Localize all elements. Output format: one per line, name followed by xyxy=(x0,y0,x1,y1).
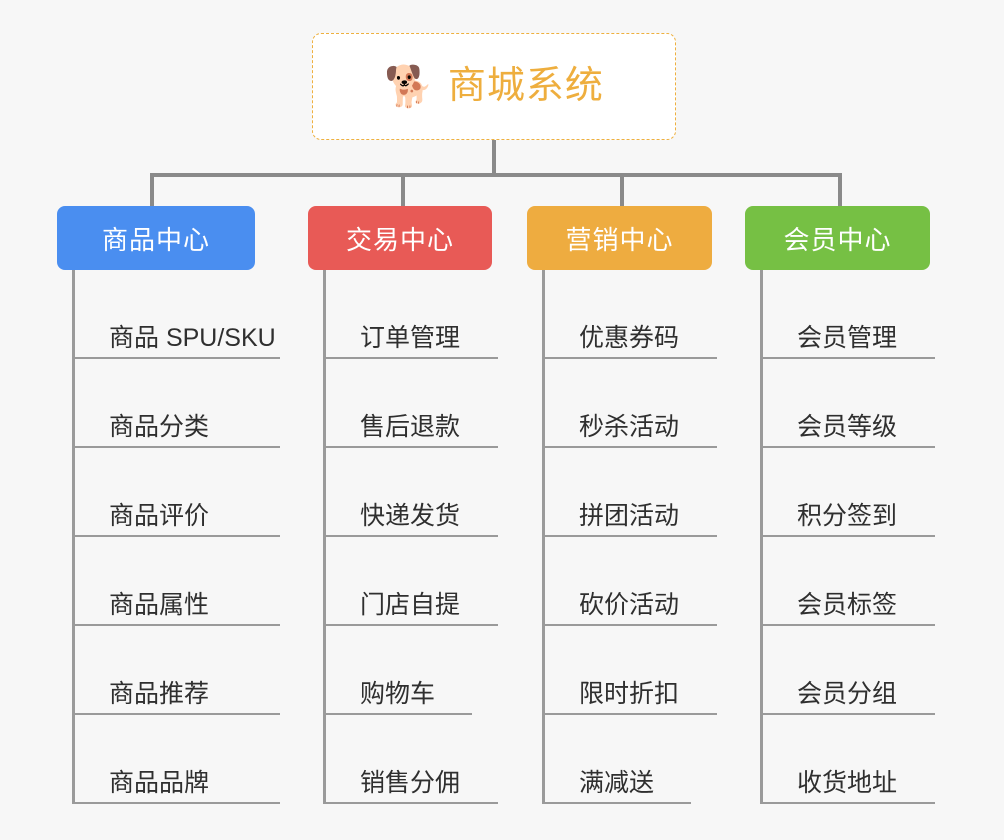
leaf-item-label: 售后退款 xyxy=(360,413,461,441)
leaf-list-member-center: 会员管理会员等级积分签到会员标签会员分组收货地址 xyxy=(760,270,935,804)
leaf-item-label: 购物车 xyxy=(360,680,436,708)
leaf-item[interactable]: 购物车 xyxy=(326,626,472,715)
leaf-item-label: 秒杀活动 xyxy=(579,413,680,441)
leaf-item[interactable]: 砍价活动 xyxy=(545,537,717,626)
leaf-item-label: 门店自提 xyxy=(360,591,461,619)
leaf-item-label: 销售分佣 xyxy=(360,769,461,797)
leaf-item[interactable]: 限时折扣 xyxy=(545,626,717,715)
connector-drop-product-center xyxy=(150,173,154,206)
leaf-item[interactable]: 商品 SPU/SKU xyxy=(75,270,280,359)
leaf-item-label: 收货地址 xyxy=(797,769,898,797)
leaf-item[interactable]: 积分签到 xyxy=(763,448,935,537)
leaf-item[interactable]: 销售分佣 xyxy=(326,715,498,804)
leaf-item-label: 商品 SPU/SKU xyxy=(109,324,276,352)
branch-header-marketing-center[interactable]: 营销中心 xyxy=(527,206,712,270)
leaf-item-label: 商品评价 xyxy=(109,502,210,530)
leaf-item[interactable]: 会员分组 xyxy=(763,626,935,715)
leaf-item[interactable]: 收货地址 xyxy=(763,715,935,804)
leaf-item[interactable]: 商品分类 xyxy=(75,359,280,448)
branch-column-member-center: 会员中心会员管理会员等级积分签到会员标签会员分组收货地址 xyxy=(745,206,935,804)
branch-column-trade-center: 交易中心订单管理售后退款快递发货门店自提购物车销售分佣 xyxy=(308,206,498,804)
leaf-list-trade-center: 订单管理售后退款快递发货门店自提购物车销售分佣 xyxy=(323,270,498,804)
leaf-item[interactable]: 门店自提 xyxy=(326,537,498,626)
leaf-item[interactable]: 会员管理 xyxy=(763,270,935,359)
leaf-item[interactable]: 商品推荐 xyxy=(75,626,280,715)
branch-header-product-center[interactable]: 商品中心 xyxy=(57,206,255,270)
leaf-item[interactable]: 商品属性 xyxy=(75,537,280,626)
root-node-mall-system[interactable]: 🐕 商城系统 xyxy=(312,33,676,140)
leaf-item[interactable]: 优惠券码 xyxy=(545,270,717,359)
leaf-item-label: 优惠券码 xyxy=(579,324,680,352)
leaf-item[interactable]: 商品品牌 xyxy=(75,715,280,804)
branch-column-marketing-center: 营销中心优惠券码秒杀活动拼团活动砍价活动限时折扣满减送 xyxy=(527,206,717,804)
leaf-item[interactable]: 会员等级 xyxy=(763,359,935,448)
branch-header-member-center[interactable]: 会员中心 xyxy=(745,206,930,270)
leaf-item-label: 砍价活动 xyxy=(579,591,680,619)
leaf-item-label: 会员分组 xyxy=(797,680,898,708)
leaf-item-label: 商品属性 xyxy=(109,591,210,619)
leaf-item-label: 商品品牌 xyxy=(109,769,210,797)
leaf-item[interactable]: 会员标签 xyxy=(763,537,935,626)
branch-column-product-center: 商品中心商品 SPU/SKU 商品分类商品评价商品属性商品推荐商品品牌 xyxy=(57,206,280,804)
connector-drop-marketing-center xyxy=(620,173,624,206)
leaf-item-label: 拼团活动 xyxy=(579,502,680,530)
leaf-item-label: 订单管理 xyxy=(360,324,461,352)
shiba-dog-face-icon: 🐕 xyxy=(384,64,434,109)
leaf-list-marketing-center: 优惠券码秒杀活动拼团活动砍价活动限时折扣满减送 xyxy=(542,270,717,804)
leaf-item-label: 会员管理 xyxy=(797,324,898,352)
leaf-item[interactable]: 满减送 xyxy=(545,715,691,804)
branch-header-label: 会员中心 xyxy=(783,224,892,255)
leaf-item-label: 商品推荐 xyxy=(109,680,210,708)
leaf-item-label: 会员等级 xyxy=(797,413,898,441)
leaf-item-label: 商品分类 xyxy=(109,413,210,441)
connector-root-stem xyxy=(492,140,496,176)
branch-header-label: 营销中心 xyxy=(565,224,674,255)
leaf-list-product-center: 商品 SPU/SKU 商品分类商品评价商品属性商品推荐商品品牌 xyxy=(72,270,280,804)
leaf-item-label: 快递发货 xyxy=(360,502,461,530)
branch-header-label: 商品中心 xyxy=(101,224,210,255)
leaf-item-label: 积分签到 xyxy=(797,502,898,530)
connector-horizontal-bus xyxy=(150,173,842,177)
leaf-item[interactable]: 商品评价 xyxy=(75,448,280,537)
leaf-item-label: 限时折扣 xyxy=(579,680,680,708)
connector-drop-trade-center xyxy=(401,173,405,206)
leaf-item[interactable]: 秒杀活动 xyxy=(545,359,717,448)
leaf-item[interactable]: 快递发货 xyxy=(326,448,498,537)
leaf-item[interactable]: 订单管理 xyxy=(326,270,498,359)
branch-header-label: 交易中心 xyxy=(345,224,454,255)
leaf-item[interactable]: 拼团活动 xyxy=(545,448,717,537)
leaf-item[interactable]: 售后退款 xyxy=(326,359,498,448)
root-node-title: 商城系统 xyxy=(447,64,604,107)
leaf-item-label: 满减送 xyxy=(579,769,655,797)
connector-drop-member-center xyxy=(838,173,842,206)
leaf-item-label: 会员标签 xyxy=(797,591,898,619)
branch-header-trade-center[interactable]: 交易中心 xyxy=(308,206,492,270)
